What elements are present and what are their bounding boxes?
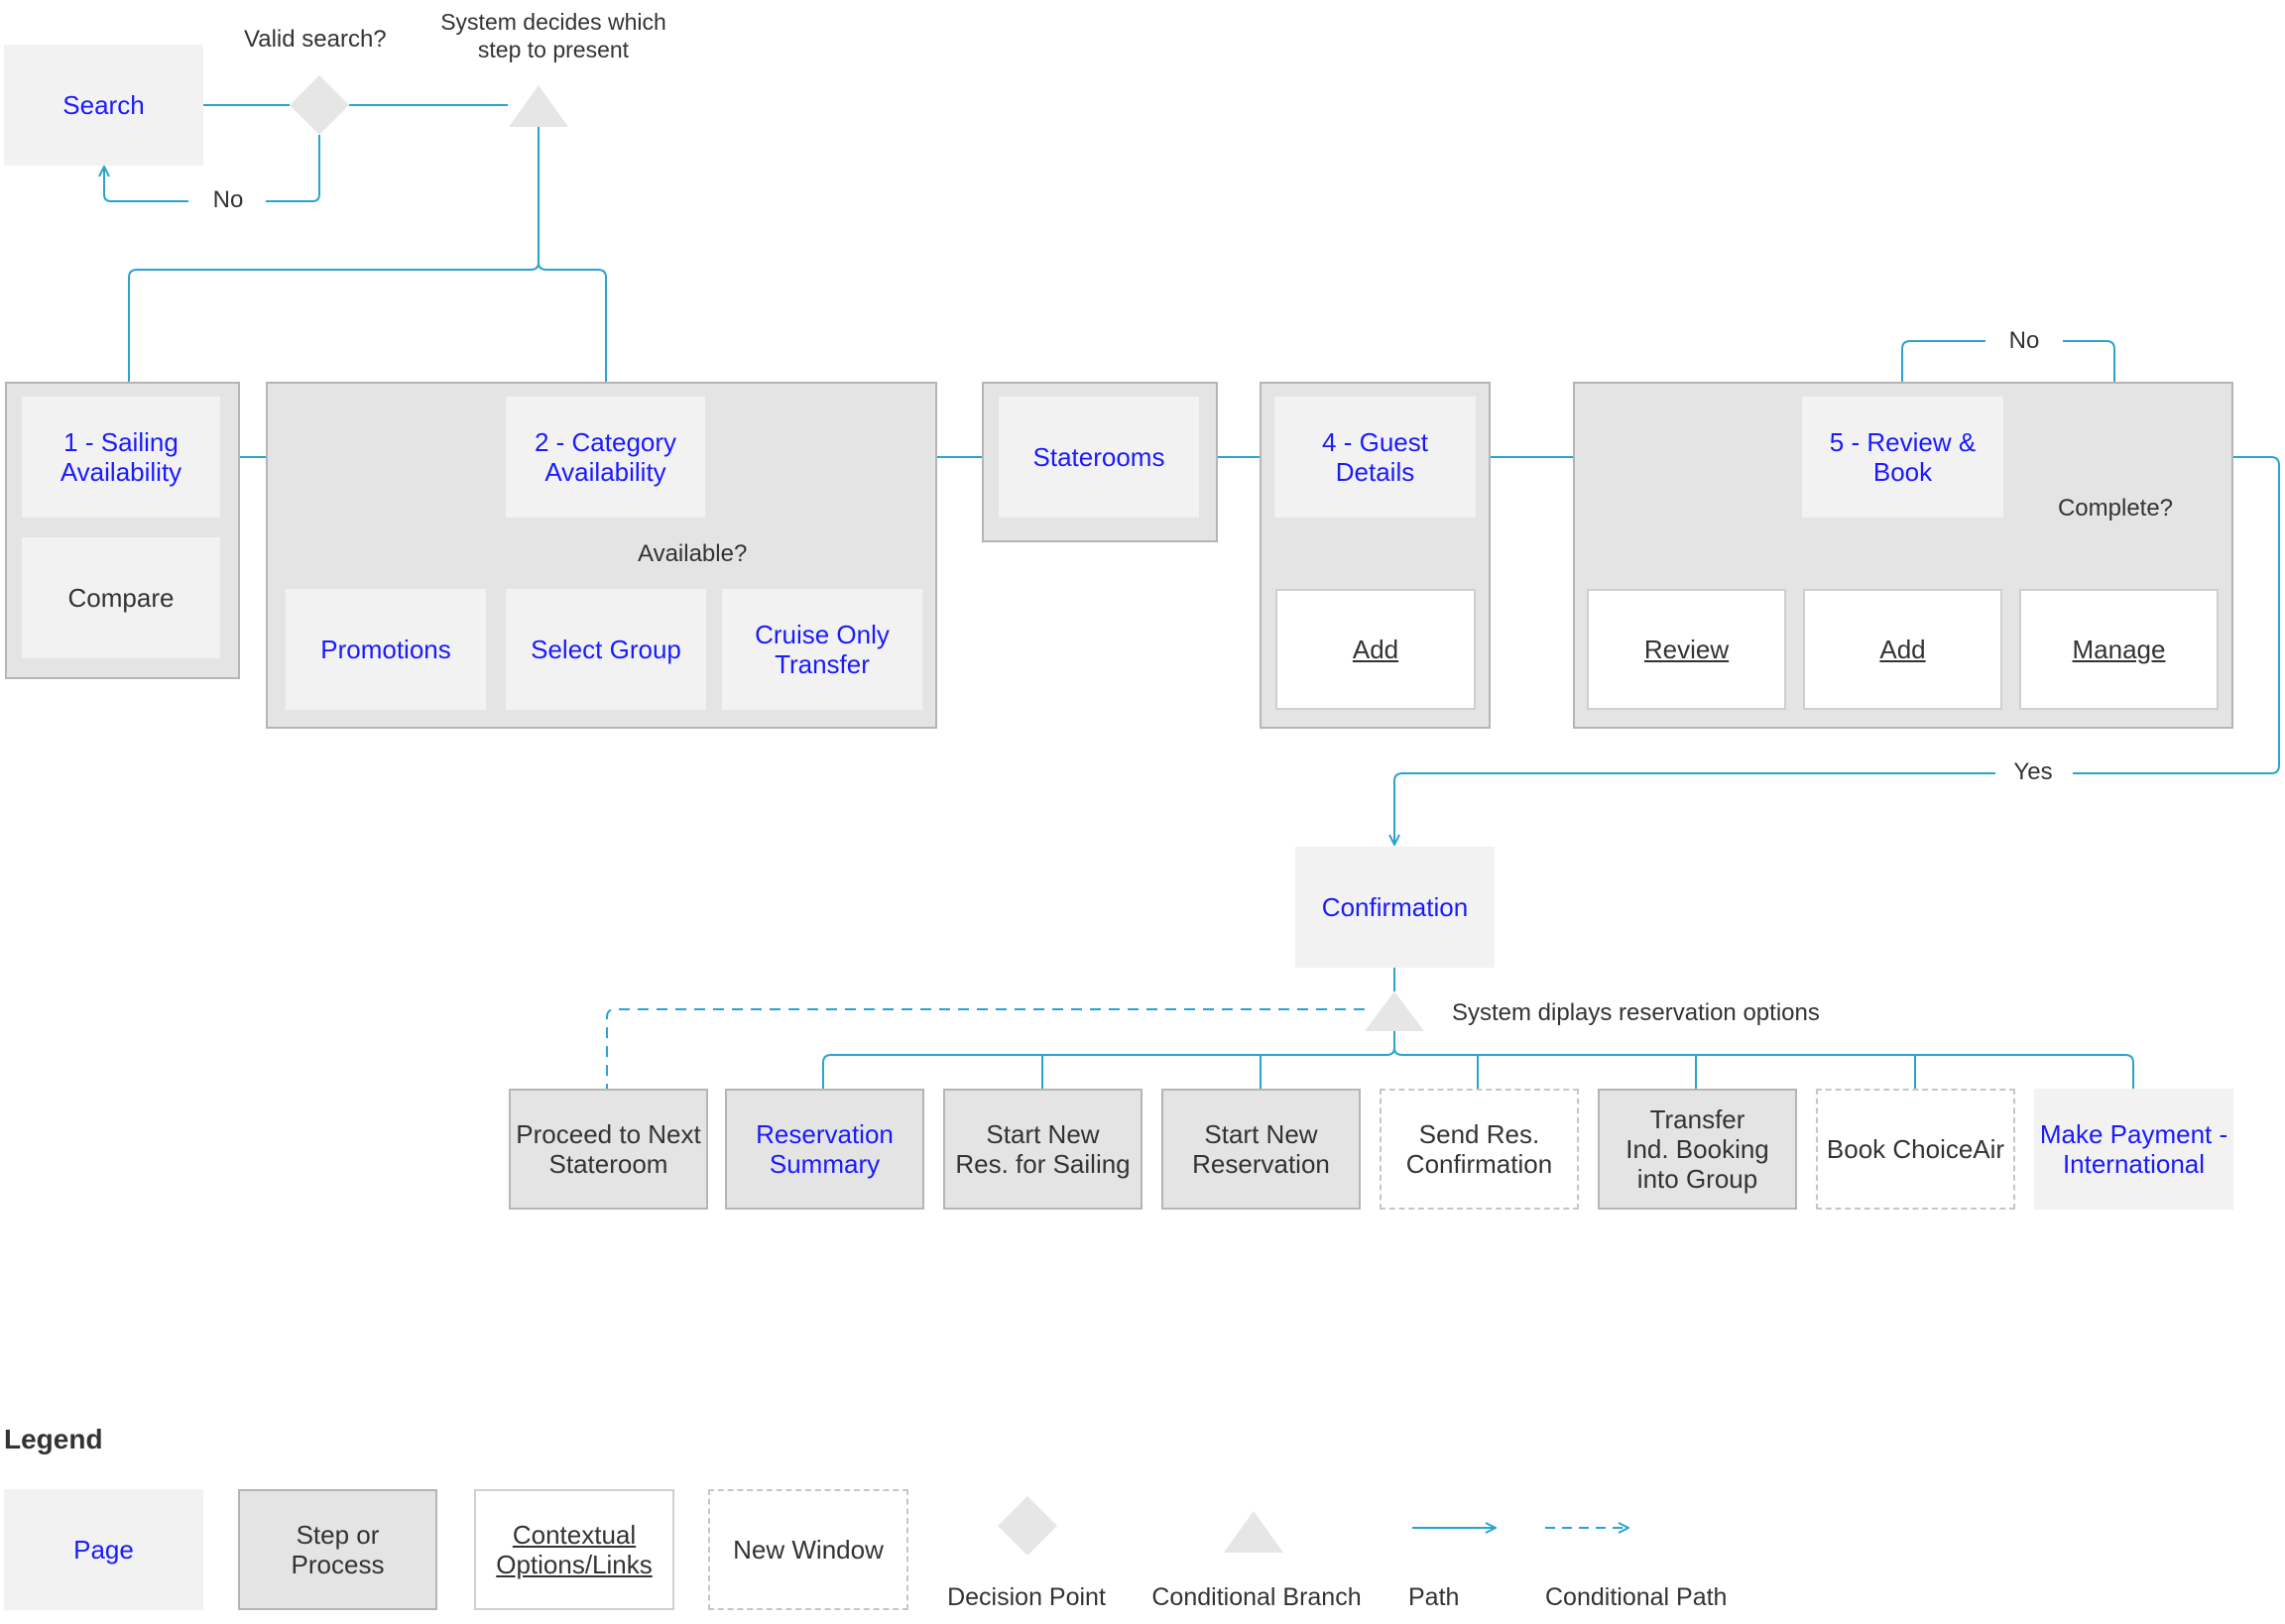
legend-page: Page [4,1489,203,1610]
complete-label: Complete? [2057,495,2174,522]
add-guest-link[interactable]: Add [1275,589,1476,710]
reservation-option-7[interactable]: Book ChoiceAir [1816,1089,2015,1210]
sailing-availability-page[interactable]: 1 - Sailing Availability [22,397,220,518]
reservation-option-8[interactable]: Make Payment - International [2034,1089,2233,1210]
no-label: No [212,186,244,213]
branch-reservation-options-icon [1365,991,1424,1031]
legend-branch-label: Conditional Branch [1151,1583,1362,1611]
cruise-only-transfer-page[interactable]: Cruise Only Transfer [722,589,922,710]
system-displays-label: System diplays reservation options [1452,999,1820,1026]
reservation-option-6[interactable]: Transfer Ind. Booking into Group [1598,1089,1797,1210]
legend-branch-icon [1224,1511,1283,1553]
no-loop-label: No [2008,327,2040,354]
reservation-option-5[interactable]: Send Res. Confirmation [1380,1089,1579,1210]
search-page[interactable]: Search [4,45,203,166]
legend-decision-label: Decision Point [947,1583,1106,1611]
path-no-loop-left [1902,340,1985,393]
valid-search-label: Valid search? [244,26,387,53]
path-options-drops [1041,1055,1916,1089]
manage-link[interactable]: Manage [2019,589,2219,710]
path-branch-split [128,262,607,397]
path-no-to-search [104,167,188,202]
branch-system-decides-icon [509,85,568,127]
path-yes-to-confirmation [1394,772,1995,845]
legend-decision-icon [998,1496,1057,1556]
legend-contextual: Contextual Options/Links [474,1489,674,1610]
legend-title: Legend [4,1424,103,1454]
yes-label: Yes [2013,758,2053,785]
legend-path-label: Path [1408,1583,1460,1611]
review-link[interactable]: Review [1587,589,1786,710]
available-label: Available? [630,540,756,568]
path-options-split [822,1047,2134,1089]
reservation-option-4[interactable]: Start New Reservation [1161,1089,1361,1210]
decision-valid-search-icon [290,75,349,135]
system-decides-label: System decides which step to present [440,9,666,62]
reservation-option-2[interactable]: Reservation Summary [725,1089,924,1210]
guest-details-page[interactable]: 4 - Guest Details [1274,397,1476,518]
legend-conditional-path-label: Conditional Path [1545,1583,1728,1611]
confirmation-page[interactable]: Confirmation [1295,847,1495,968]
promotions-page[interactable]: Promotions [286,589,486,710]
review-book-page[interactable]: 5 - Review & Book [1802,397,2003,518]
category-availability-page[interactable]: 2 - Category Availability [506,397,705,518]
legend-step: Step or Process [238,1489,437,1610]
select-group-page[interactable]: Select Group [506,589,706,710]
staterooms-page[interactable]: Staterooms [999,397,1199,518]
legend-new-window: New Window [708,1489,908,1610]
reservation-option-1[interactable]: Proceed to Next Stateroom [509,1089,708,1210]
compare-page[interactable]: Compare [22,537,220,658]
path-no-left [266,135,320,202]
path-proceed-next [606,1008,1365,1089]
reservation-option-3[interactable]: Start New Res. for Sailing [943,1089,1142,1210]
path-no-loop-right [2063,340,2115,427]
add-booking-link[interactable]: Add [1803,589,2002,710]
path-yes-right [2073,456,2280,774]
